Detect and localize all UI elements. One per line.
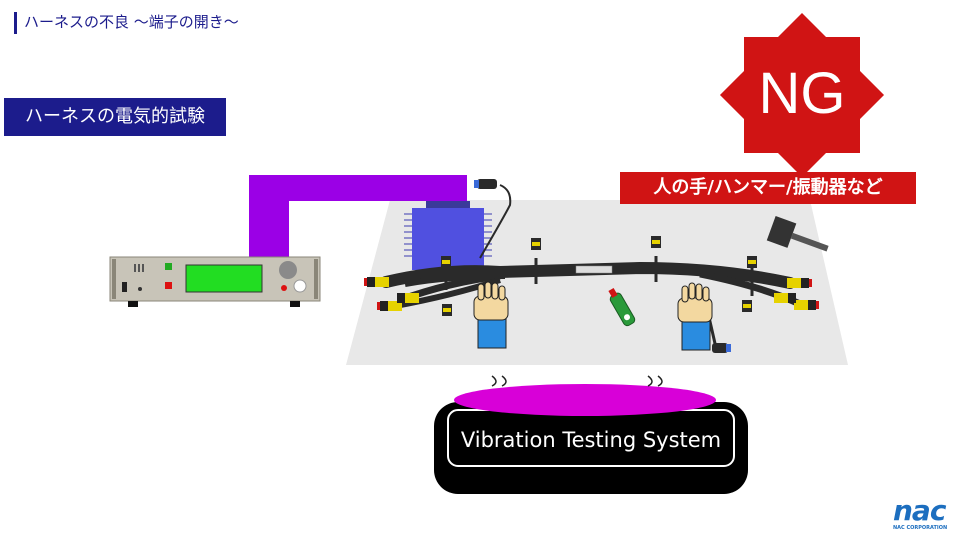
probe-icon [608, 287, 636, 327]
title-accent-bar [14, 12, 17, 34]
hammer-icon [766, 215, 829, 252]
electrical-tester-icon [109, 256, 321, 307]
connector-block [404, 201, 492, 270]
page-title: ハーネスの不良 〜端子の開き〜 [24, 13, 239, 31]
logo-subtitle: NAC CORPORATION [893, 525, 948, 531]
section-label: ハーネスの電気的試験 [4, 98, 226, 136]
shaker-label: Vibration Testing System [460, 428, 722, 452]
connector-icon [364, 179, 819, 353]
ng-caption: 人の手/ハンマー/振動器など [620, 172, 916, 204]
company-logo: nac NAC CORPORATION [893, 494, 949, 534]
test-cable [249, 175, 467, 257]
logo-mark: nac [893, 494, 946, 527]
ng-badge [719, 12, 885, 178]
hand-icon [473, 281, 713, 351]
ng-mark: NG [758, 61, 846, 126]
shaker-table-icon [434, 375, 748, 494]
